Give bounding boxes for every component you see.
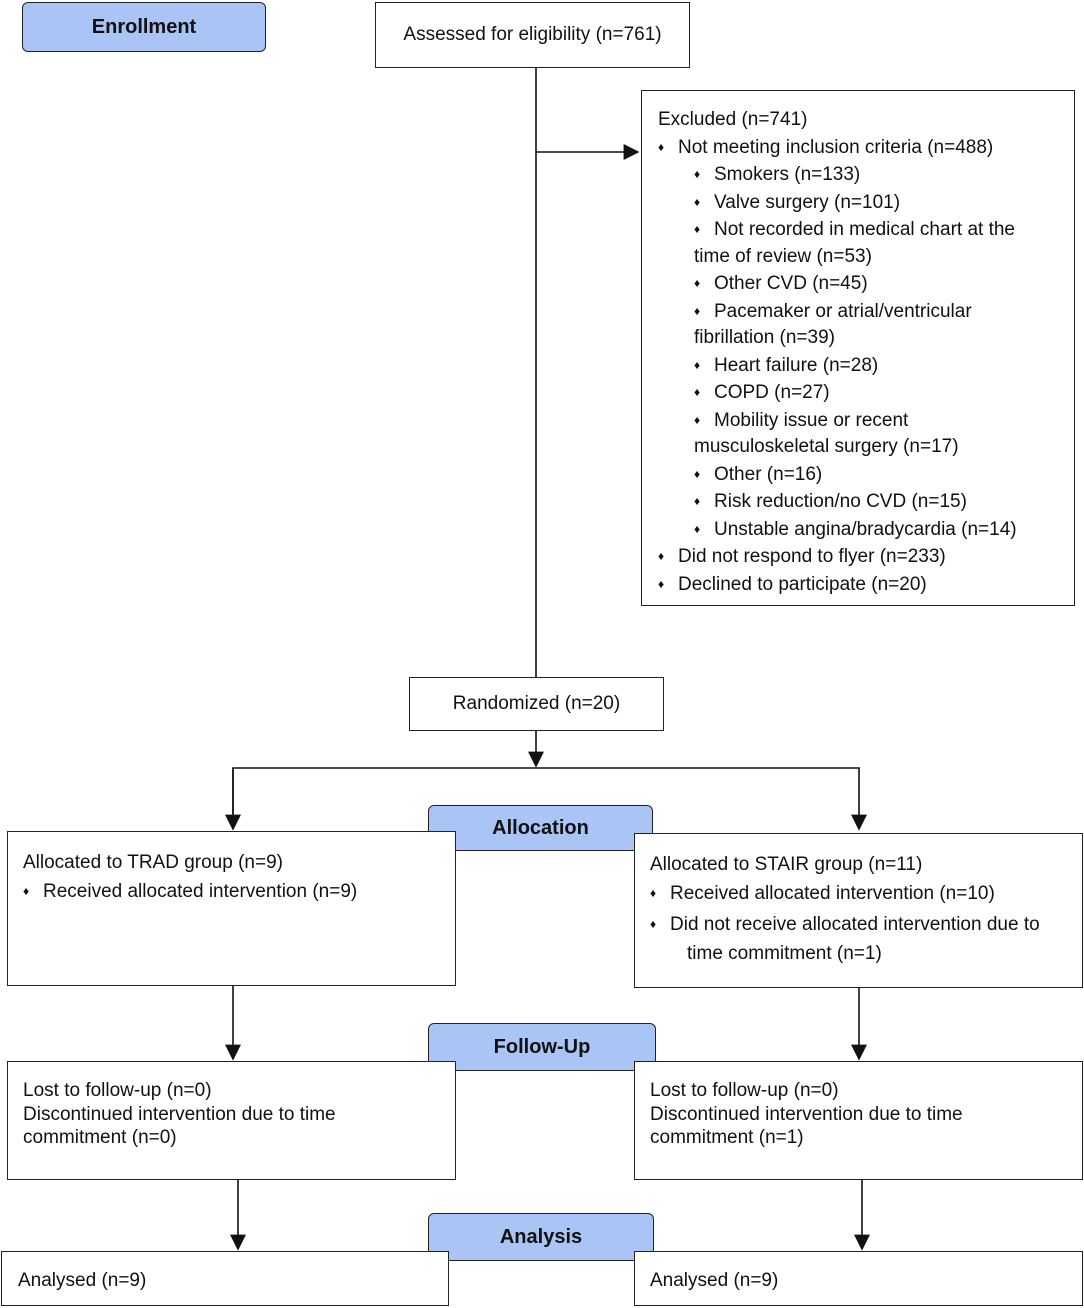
bullet-icon: ♦ xyxy=(694,521,701,536)
excluded-item: ♦Did not respond to flyer (n=233) xyxy=(658,543,1074,571)
randomized-text: Randomized (n=20) xyxy=(452,693,621,714)
bullet-icon: ♦ xyxy=(694,357,701,372)
excluded-item-continued: musculoskeletal surgery (n=17) xyxy=(694,436,959,457)
bullet-icon: ♦ xyxy=(694,303,701,318)
followup-discontinued-continued: commitment (n=1) xyxy=(650,1127,804,1148)
bullet-icon: ♦ xyxy=(694,167,701,181)
trad-title: Allocated to TRAD group (n=9) xyxy=(23,852,283,873)
assessed-box: Assessed for eligibility (n=761) xyxy=(375,2,690,68)
stage-followup: Follow-Up xyxy=(428,1023,656,1071)
analysed-text: Analysed (n=9) xyxy=(650,1270,779,1291)
excluded-item: ♦Other CVD (n=45) xyxy=(658,270,1074,298)
excluded-item: ♦Not meeting inclusion criteria (n=488) xyxy=(658,134,1074,162)
bullet-icon: ♦ xyxy=(23,884,30,898)
stair-not-received: ♦Did not receive allocated intervention … xyxy=(650,910,1082,939)
excluded-item: ♦Unstable angina/bradycardia (n=14) xyxy=(658,516,1074,544)
excluded-item: ♦Mobility issue or recent xyxy=(658,407,1074,435)
followup-discontinued: Discontinued intervention due to time xyxy=(23,1103,336,1125)
assessed-text: Assessed for eligibility (n=761) xyxy=(403,24,662,45)
followup-discontinued-continued: commitment (n=0) xyxy=(23,1127,177,1148)
excluded-item-continued: fibrillation (n=39) xyxy=(694,327,835,348)
stair-analysis-box: Analysed (n=9) xyxy=(634,1251,1083,1306)
stage-analysis: Analysis xyxy=(428,1213,654,1261)
stair-followup-box: Lost to follow-up (n=0) Discontinued int… xyxy=(634,1061,1083,1180)
followup-lost: Lost to follow-up (n=0) xyxy=(650,1080,839,1101)
stair-received: ♦Received allocated intervention (n=10) xyxy=(650,879,1082,908)
stage-enrollment: Enrollment xyxy=(22,2,266,52)
followup-discontinued: Discontinued intervention due to time xyxy=(650,1103,963,1125)
bullet-icon: ♦ xyxy=(650,886,657,900)
bullet-icon: ♦ xyxy=(658,139,665,154)
excluded-item: ♦Declined to participate (n=20) xyxy=(658,571,1074,599)
bullet-icon: ♦ xyxy=(694,194,701,209)
excluded-item-continued: time of review (n=53) xyxy=(694,245,872,267)
excluded-item: ♦Risk reduction/no CVD (n=15) xyxy=(658,488,1074,516)
bullet-icon: ♦ xyxy=(694,494,701,508)
bullet-icon: ♦ xyxy=(694,276,701,290)
bullet-icon: ♦ xyxy=(658,549,665,563)
randomized-box: Randomized (n=20) xyxy=(409,677,664,731)
trad-received: ♦Received allocated intervention (n=9) xyxy=(23,877,455,906)
analysed-text: Analysed (n=9) xyxy=(18,1270,147,1291)
excluded-item: ♦Smokers (n=133) xyxy=(658,161,1074,189)
excluded-item: ♦Valve surgery (n=101) xyxy=(658,189,1074,217)
stair-title: Allocated to STAIR group (n=11) xyxy=(650,854,923,875)
bullet-icon: ♦ xyxy=(694,466,701,481)
trad-analysis-box: Analysed (n=9) xyxy=(1,1251,449,1306)
excluded-item: ♦COPD (n=27) xyxy=(658,379,1074,407)
excluded-item: ♦Pacemaker or atrial/ventricular xyxy=(658,298,1074,326)
bullet-icon: ♦ xyxy=(694,385,701,399)
stage-allocation: Allocation xyxy=(428,805,653,851)
bullet-icon: ♦ xyxy=(650,917,657,931)
trad-followup-box: Lost to follow-up (n=0) Discontinued int… xyxy=(7,1061,456,1180)
bullet-icon: ♦ xyxy=(694,412,701,427)
excluded-title: Excluded (n=741) xyxy=(658,109,808,130)
trad-allocation-box: Allocated to TRAD group (n=9) ♦Received … xyxy=(7,831,456,986)
stair-allocation-box: Allocated to STAIR group (n=11) ♦Receive… xyxy=(634,833,1083,988)
excluded-item: ♦Heart failure (n=28) xyxy=(658,352,1074,380)
stair-not-received-continued: time commitment (n=1) xyxy=(687,943,882,964)
excluded-item: ♦Other (n=16) xyxy=(658,461,1074,489)
bullet-icon: ♦ xyxy=(694,222,701,236)
followup-lost: Lost to follow-up (n=0) xyxy=(23,1080,212,1101)
excluded-box: Excluded (n=741) ♦Not meeting inclusion … xyxy=(641,90,1075,606)
bullet-icon: ♦ xyxy=(658,576,665,591)
excluded-item: ♦Not recorded in medical chart at the xyxy=(658,216,1074,244)
